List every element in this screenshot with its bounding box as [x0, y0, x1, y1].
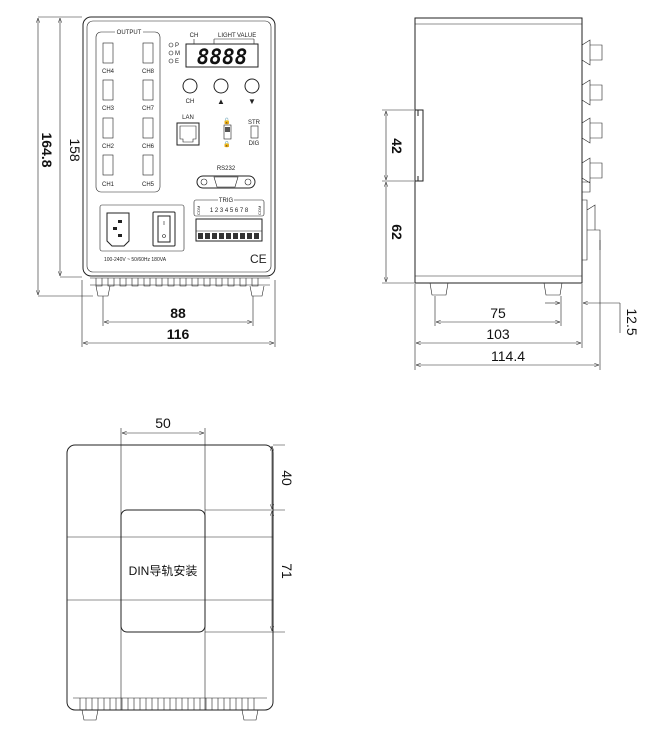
com-label: COM	[257, 206, 262, 215]
side-connectors	[581, 39, 603, 261]
display-value-label: VALUE	[237, 33, 256, 39]
output-label: OUTPUT	[117, 30, 142, 36]
rs232-label: RS232	[217, 166, 236, 172]
channel-label: CH3	[102, 106, 115, 112]
up-button-label: ▲	[217, 97, 225, 106]
lan-label: LAN	[182, 115, 194, 121]
com-label: COM	[196, 206, 201, 215]
down-button[interactable]	[244, 78, 260, 94]
mode-switch[interactable]	[250, 125, 259, 139]
lock-icon: 🔒	[223, 140, 230, 148]
channel-label: CH4	[102, 69, 115, 75]
dim-88: 88	[170, 305, 186, 321]
display-ch-label: CH	[190, 33, 199, 39]
side-view: 42 62 75 103 114.4 12.5	[382, 17, 640, 370]
indicator-p: P	[175, 43, 179, 49]
trig-label: TRIG	[219, 198, 234, 204]
lock-switch[interactable]	[223, 124, 232, 140]
display-light-label: LIGHT	[218, 33, 236, 39]
channel-label: CH1	[102, 182, 115, 188]
down-button-label: ▼	[248, 97, 256, 106]
indicator-e: E	[175, 59, 179, 65]
channel-label: CH7	[142, 106, 155, 112]
bottom-view: DIN导轨安装 50 40 71	[66, 415, 295, 721]
dim-116: 116	[167, 326, 190, 342]
ch-button[interactable]	[182, 78, 198, 94]
dig-label: DIG	[249, 141, 260, 147]
dim-164-8: 164.8	[39, 132, 55, 167]
dim-50: 50	[155, 415, 171, 431]
channel-connectors	[102, 42, 154, 176]
channel-label: CH8	[142, 69, 155, 75]
din-rail-label: DIN导轨安装	[129, 563, 198, 578]
str-label: STR	[248, 120, 261, 126]
up-button[interactable]	[213, 78, 229, 94]
ch-button-label: CH	[186, 99, 195, 105]
lan-port[interactable]	[176, 122, 200, 146]
channel-label: CH6	[142, 144, 155, 150]
dim-12-5: 12.5	[624, 308, 640, 335]
channel-label: CH5	[142, 182, 155, 188]
trig-pins: 1 2 3 4 5 6 7 8	[210, 208, 249, 214]
dim-40: 40	[279, 470, 295, 486]
trig-terminal-block[interactable]	[195, 218, 263, 242]
rs232-port[interactable]	[196, 175, 256, 189]
dim-75: 75	[490, 305, 506, 321]
power-switch[interactable]	[157, 215, 171, 243]
dim-114-4: 114.4	[491, 348, 525, 364]
front-view: OUTPUT CH4 CH8 CH3 CH7 CH2 CH6 CH1 CH5 P…	[38, 16, 276, 347]
dim-71: 71	[279, 563, 295, 579]
unlock-icon: 🔓	[223, 117, 230, 125]
power-inlet[interactable]	[106, 212, 130, 247]
dim-62: 62	[389, 224, 405, 240]
channel-label: CH2	[102, 144, 115, 150]
ce-mark: CE	[250, 252, 267, 266]
power-rating: 100-240V ~ 50/60Hz 180VA	[104, 257, 167, 263]
indicator-m: M	[175, 51, 180, 57]
dim-42: 42	[389, 138, 405, 154]
dim-103: 103	[486, 326, 510, 342]
dim-158: 158	[67, 138, 83, 162]
led-display: 8888	[197, 45, 248, 69]
